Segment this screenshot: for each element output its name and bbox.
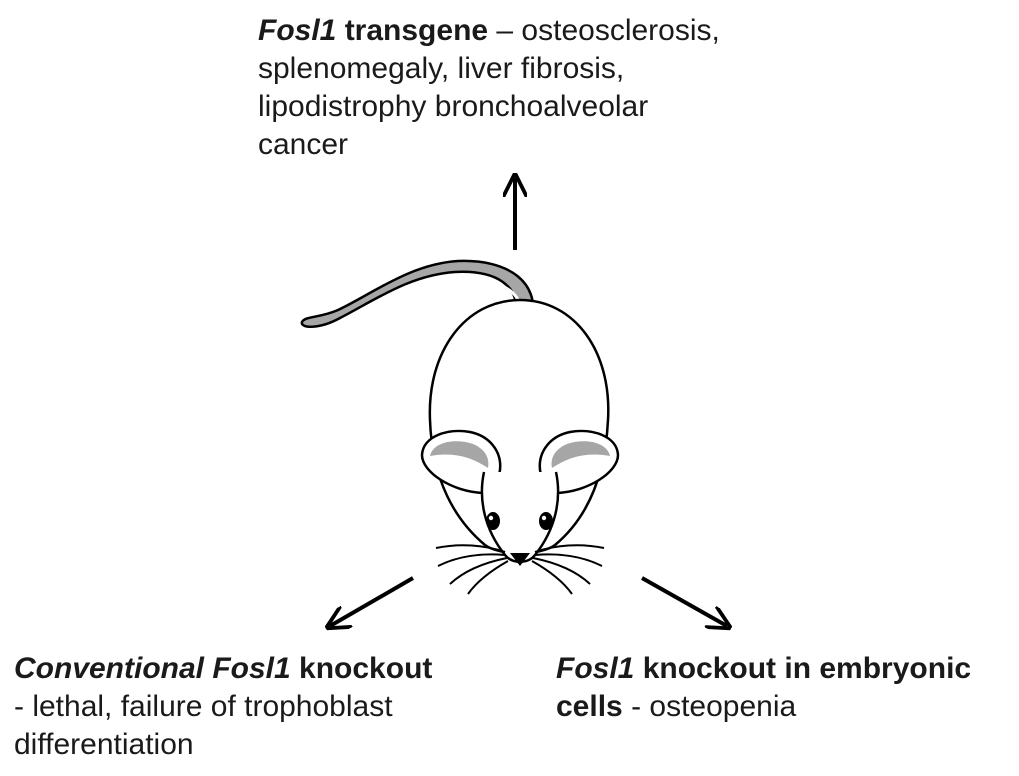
embryonic-phenotype-line: cells - osteopenia [556,688,971,726]
conventional-prefix: Conventional [14,652,212,685]
conventional-phenotype-2: differentiation [14,726,432,764]
mouse-illustration [302,261,618,594]
embryonic-phenotype: - osteopenia [623,690,796,723]
mouse-whiskers-left [436,545,508,594]
mouse-eye-left [486,512,500,530]
mouse-eye-right [539,512,553,530]
conventional-gene: Fosl1 [212,652,290,685]
conventional-knockout-label: Conventional Fosl1 knockout - lethal, fa… [14,650,432,764]
embryonic-gene: Fosl1 [556,652,634,685]
mouse-whiskers-right [532,545,604,594]
embryonic-knockout-label: Fosl1 knockout in embryonic cells - oste… [556,650,971,726]
conventional-knockout-title-line: Conventional Fosl1 knockout [14,650,432,688]
arrow-down-left [330,578,413,626]
embryonic-knockout-title-line: Fosl1 knockout in embryonic [556,650,971,688]
conventional-title: knockout [291,652,433,685]
embryonic-title: knockout in embryonic [634,652,971,685]
conventional-phenotype-1: - lethal, failure of trophoblast [14,688,432,726]
embryonic-cells-word: cells [556,690,623,723]
arrow-down-right [642,578,727,626]
